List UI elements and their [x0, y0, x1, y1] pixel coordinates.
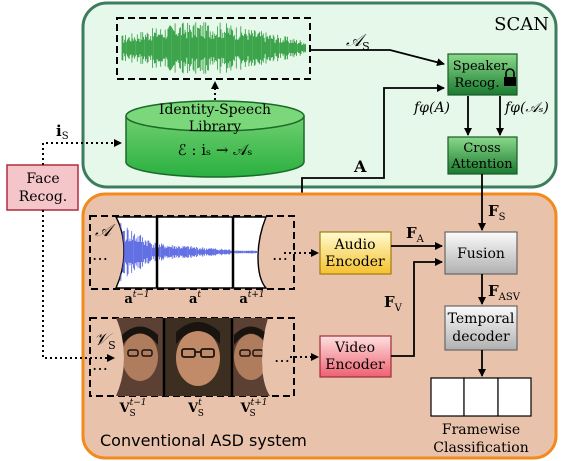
- audio-frame-labels: at−1 at at+1: [124, 290, 264, 307]
- face-to-video-arrow: [42, 210, 115, 362]
- lock-icon: [504, 68, 516, 86]
- face-to-library-arrow: [42, 139, 122, 165]
- audio-frame-label-prev: at−1: [124, 290, 149, 307]
- scan-panel: SCAN Identity-Speech Library ℰ : iₛ → 𝒜ₛ…: [81, 1, 558, 250]
- framewise-line1: Framewise: [442, 422, 520, 438]
- cross-attention-line2: Attention: [450, 157, 513, 172]
- video-dots-left: …: [92, 355, 108, 374]
- library-cylinder-top: [125, 100, 305, 132]
- hair-1: [122, 326, 158, 345]
- fusion-box: Fusion: [444, 231, 518, 275]
- label-FA: FA: [406, 224, 425, 245]
- framewise-cells: [430, 377, 532, 417]
- audio-seq-label: 𝒜: [95, 221, 116, 241]
- face-recog-box: Face Recog.: [6, 164, 79, 211]
- framewise-line2: Classification: [433, 440, 528, 456]
- audio-encoder-line1: Audio: [334, 237, 376, 253]
- audio-frame-label-cur: at: [189, 290, 201, 307]
- video-frames: [116, 318, 270, 396]
- face-recog-line2: Recog.: [19, 189, 68, 205]
- video-encoder-line1: Video: [334, 340, 375, 356]
- speaker-recog-box: Speaker Recog.: [447, 53, 518, 96]
- face-2: [176, 330, 220, 386]
- speech-sample-box: [116, 17, 311, 80]
- framewise-cell-3: [497, 377, 532, 417]
- asd-panel: Conventional ASD system 𝒜 … … at−1 at at…: [42, 174, 558, 460]
- scan-title: SCAN: [494, 14, 549, 35]
- video-encoder-line2: Encoder: [325, 357, 385, 373]
- face-3: [234, 334, 268, 380]
- video-encoder-box: Video Encoder: [319, 335, 392, 378]
- face-1: [122, 333, 158, 381]
- library-label-line2: Library: [189, 119, 241, 135]
- label-FASV: FASV: [488, 282, 521, 303]
- audio-frame-label-next: at+1: [239, 290, 264, 307]
- audio-dots-right: …: [272, 245, 288, 264]
- temporal-decoder-line2: decoder: [452, 329, 510, 345]
- fusion-label: Fusion: [457, 246, 505, 262]
- label-f-As: fφ(𝒜ₛ): [504, 100, 549, 116]
- label-As: 𝒜S: [346, 31, 370, 53]
- library-label-line1: Identity-Speech: [159, 102, 271, 118]
- library-cylinder-body: [125, 116, 305, 178]
- waveform-to-speaker-arrow: [311, 49, 445, 67]
- audio-dots-left: …: [92, 245, 108, 264]
- hair-3: [234, 326, 268, 345]
- temporal-decoder-line1: Temporal: [448, 311, 515, 327]
- video-encoder-to-fusion-arrow: [391, 258, 443, 357]
- glasses-1: [127, 349, 153, 357]
- audio-encoder-box: Audio Encoder: [319, 231, 392, 275]
- framewise-cell-1: [430, 377, 465, 417]
- speaker-recog-line2: Recog.: [454, 76, 499, 91]
- hair-2: [176, 322, 220, 344]
- identity-speech-library: Identity-Speech Library ℰ : iₛ → 𝒜ₛ: [125, 100, 305, 178]
- speech-waveform: [121, 22, 306, 74]
- video-dots-right: …: [274, 347, 290, 366]
- label-is: iS: [56, 122, 69, 142]
- framewise-cell-2: [463, 377, 499, 417]
- audio-frames: [114, 216, 268, 289]
- label-FV: FV: [384, 293, 403, 314]
- label-f-A: fφ(A): [413, 100, 450, 116]
- cross-attention-line1: Cross: [463, 141, 500, 156]
- asd-title: Conventional ASD system: [100, 431, 307, 450]
- speaker-recog-line1: Speaker: [453, 59, 508, 74]
- label-A: A: [353, 157, 367, 176]
- audio-sequence-box: [89, 215, 295, 290]
- face-recog-line1: Face: [26, 171, 59, 187]
- library-formula: ℰ : iₛ → 𝒜ₛ: [178, 141, 253, 159]
- temporal-decoder-box: Temporal decoder: [444, 305, 518, 351]
- glasses-2: [181, 348, 215, 358]
- audio-encoder-line2: Encoder: [325, 254, 385, 270]
- label-FS: FS: [488, 202, 506, 223]
- cross-attention-box: Cross Attention: [447, 136, 518, 175]
